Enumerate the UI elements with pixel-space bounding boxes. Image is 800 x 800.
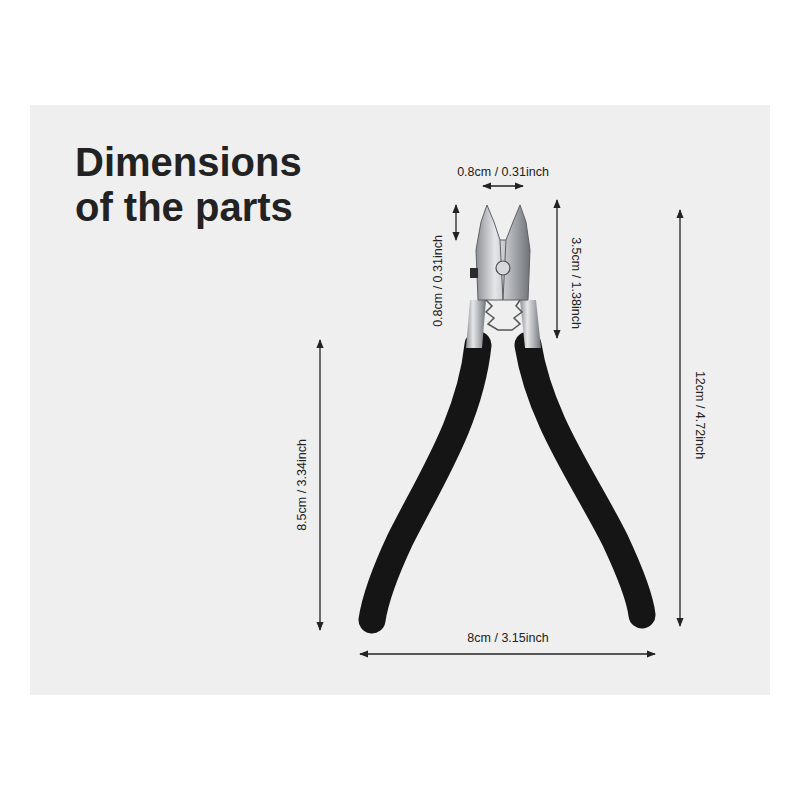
dimension-label: 3.5cm / 1.38inch	[570, 237, 583, 329]
dimension-label: 0.8cm / 0.31inch	[457, 166, 549, 179]
dimension-arrow	[319, 340, 320, 630]
dimension-label: 8cm / 3.15inch	[467, 632, 548, 645]
right-handle	[528, 345, 642, 615]
dimension-arrow	[483, 185, 523, 186]
plier-head	[476, 205, 530, 300]
dimension-label: 8.5cm / 3.34inch	[296, 439, 309, 531]
lock-clip	[470, 268, 478, 278]
dimension-arrow	[556, 200, 557, 338]
dimension-arrow	[679, 210, 680, 626]
dimension-label: 12cm / 4.72inch	[694, 371, 707, 459]
right-shank	[520, 300, 541, 348]
pivot	[496, 261, 510, 275]
spring	[486, 300, 522, 330]
heading: Dimensions of the parts	[75, 140, 337, 230]
left-shank	[466, 300, 486, 348]
dimension-arrow	[455, 205, 456, 240]
left-handle	[372, 345, 478, 620]
dimension-label: 0.8cm / 0.31inch	[432, 235, 445, 327]
dimension-arrow	[360, 653, 655, 654]
